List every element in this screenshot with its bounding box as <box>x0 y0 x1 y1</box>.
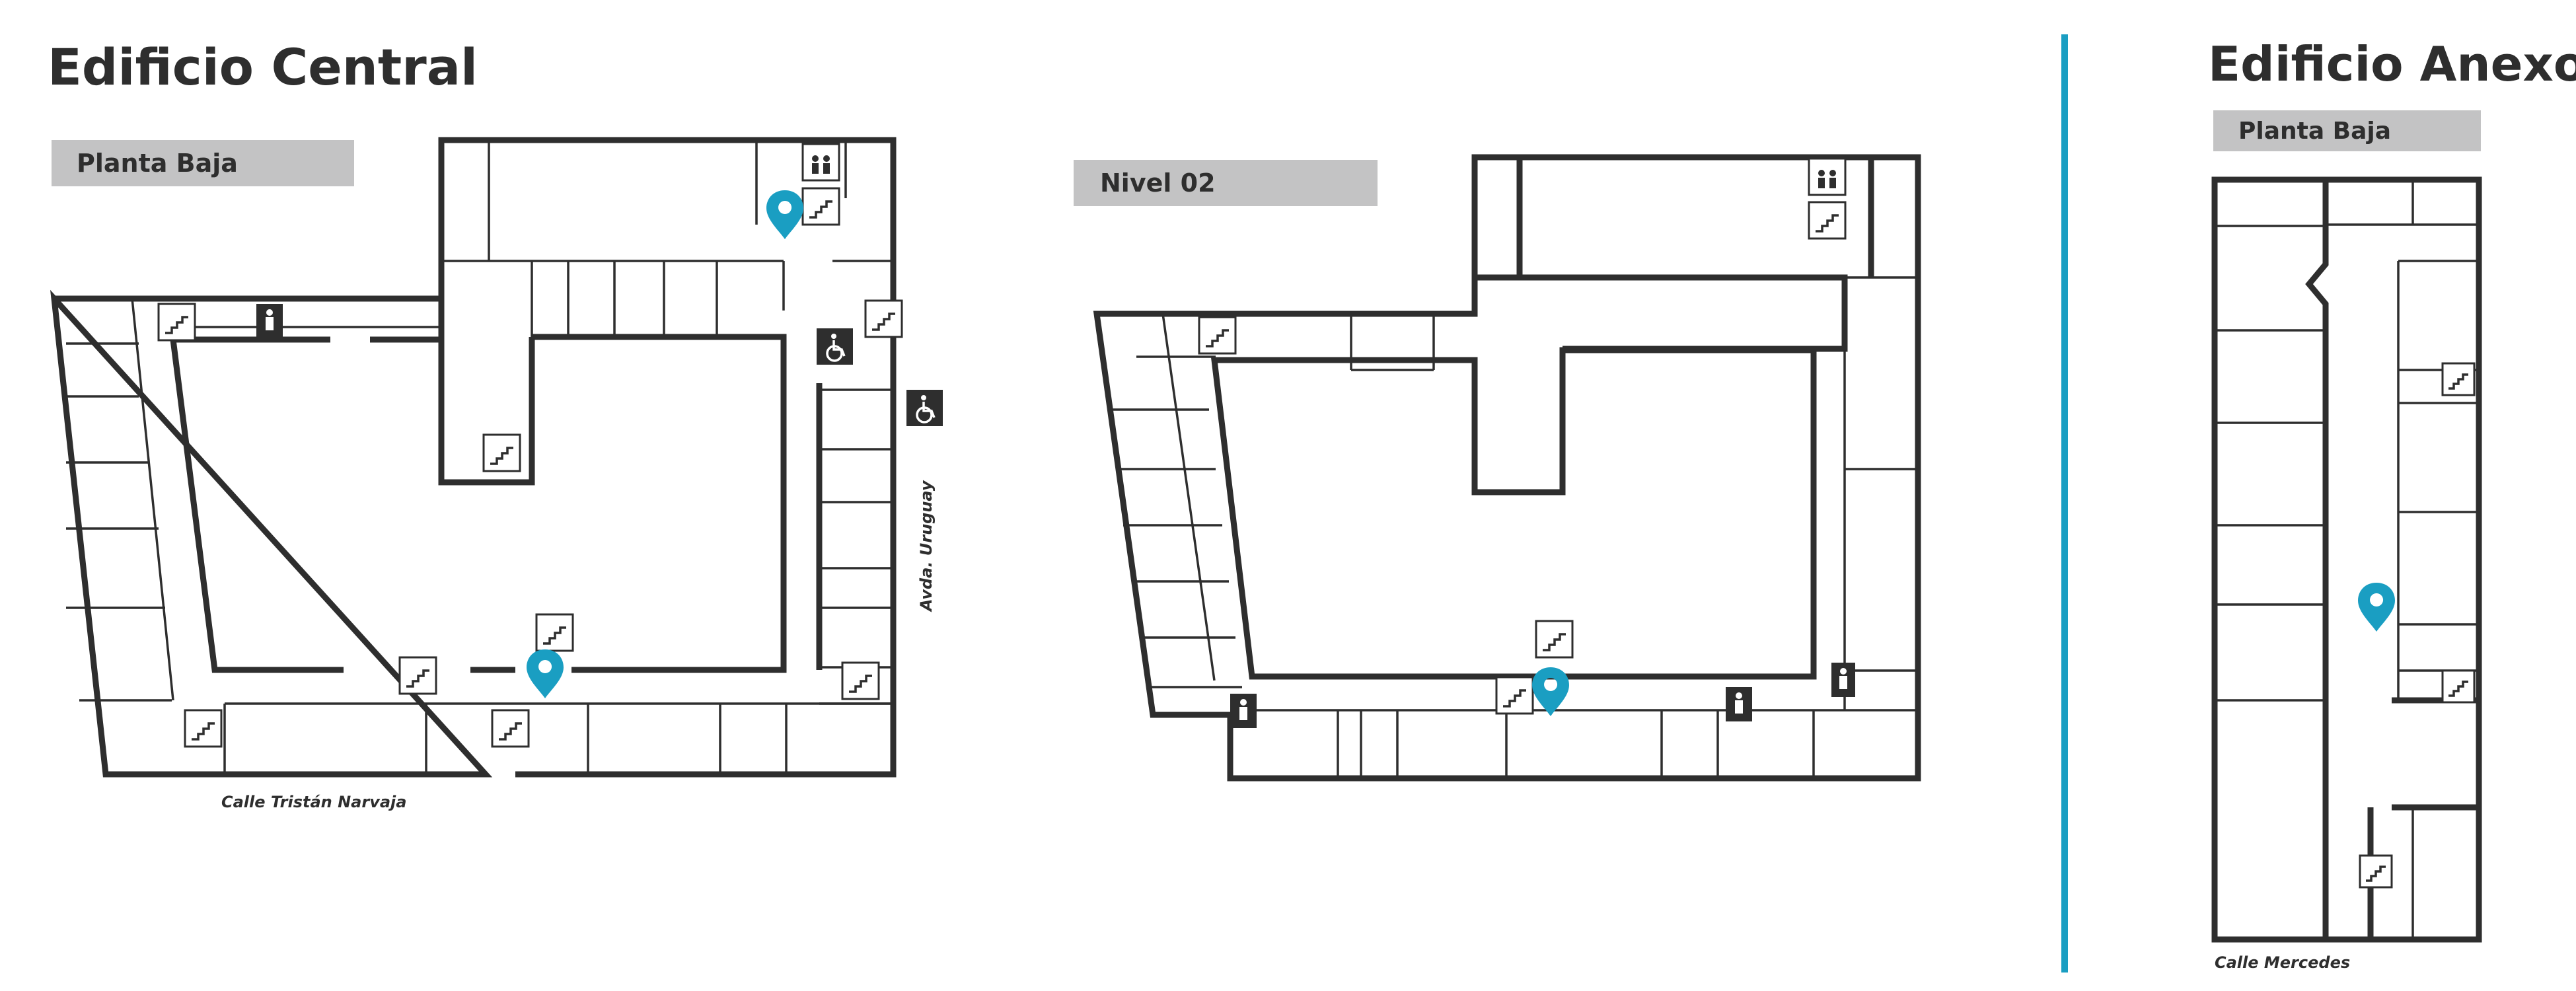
building-anexo: Edificio Anexo Planta Baja <box>2208 36 2576 972</box>
floor-plan-outline <box>50 137 897 778</box>
courtyard <box>1210 347 1817 680</box>
stairs-icon <box>2441 362 2476 396</box>
wheelchair-icon <box>817 328 853 365</box>
stairs-icon <box>491 709 530 748</box>
location-pin-icon[interactable] <box>766 190 803 239</box>
floor-plan-outline <box>2211 176 2482 943</box>
restrooms-icon <box>1808 157 1847 196</box>
stairs-icon <box>535 613 574 652</box>
location-pin-icon[interactable] <box>527 649 564 698</box>
stairs-icon <box>157 303 196 342</box>
restroom-icon <box>1726 687 1752 721</box>
central-wing <box>1475 274 1848 352</box>
building-title: Edificio Central <box>48 38 478 96</box>
rooms <box>2215 180 2479 939</box>
restroom-icon <box>256 304 283 338</box>
floor-label-box <box>52 140 354 186</box>
stairs-icon <box>184 709 223 748</box>
location-pin-icon[interactable] <box>1532 667 1569 716</box>
stairs-icon <box>1198 316 1237 355</box>
street-label: Avda. Uruguay <box>917 480 936 612</box>
stairs-icon <box>841 661 880 700</box>
stairs-icon <box>1535 620 1574 659</box>
stairs-icon <box>2359 854 2393 889</box>
courtyard <box>170 334 787 673</box>
floor-label: Nivel 02 <box>1100 168 1216 198</box>
wheelchair-icon <box>906 390 943 426</box>
floor-label: Planta Baja <box>77 149 238 178</box>
floor-planta-baja-central: Planta Baja <box>50 137 943 811</box>
floor-label-box <box>2213 110 2481 151</box>
floor-nivel-02: Nivel 02 <box>1074 154 1921 782</box>
restrooms-icon <box>801 143 840 182</box>
stairs-icon <box>1495 676 1534 715</box>
building-title: Edificio Anexo <box>2208 36 2576 92</box>
street-label: Calle Mercedes <box>2215 953 2350 972</box>
location-pin-icon[interactable] <box>2358 583 2395 632</box>
building-central: Edificio Central Planta Baja <box>48 38 1921 811</box>
floor-label-box <box>1074 160 1378 206</box>
floor-label: Planta Baja <box>2238 118 2391 145</box>
rooms <box>1110 276 1918 778</box>
section-divider <box>2061 34 2068 973</box>
stairs-icon <box>398 656 437 695</box>
stairs-icon <box>482 433 521 472</box>
north-rooms <box>1471 157 1874 277</box>
stairs-icon <box>1808 201 1847 240</box>
central-wing <box>438 140 535 486</box>
stairs-icon <box>2441 669 2476 704</box>
central-corridor <box>2305 180 2479 939</box>
street-label: Calle Tristán Narvaja <box>221 793 406 811</box>
floor-planta-baja-anexo: Planta Baja <box>2211 110 2482 972</box>
restroom-icon <box>1831 663 1855 697</box>
rooms <box>66 140 893 774</box>
stairs-icon <box>801 187 840 226</box>
restroom-icon <box>1230 694 1257 728</box>
stairs-icon <box>864 299 903 338</box>
